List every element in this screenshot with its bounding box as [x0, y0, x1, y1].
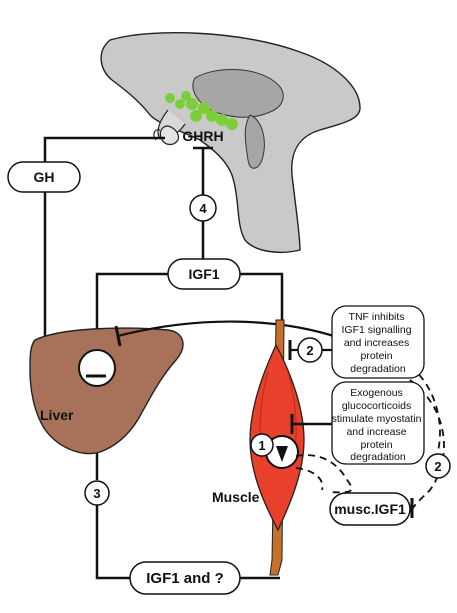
gluco-note-line: and increase [346, 426, 406, 438]
marker-3-label: 3 [93, 486, 100, 501]
marker-1-label: 1 [258, 438, 265, 453]
gluco-note-line: stimulate myostatin [332, 413, 422, 425]
gluco-note-line: glucocorticoids [342, 400, 411, 412]
gluco-note-line: Exogenous [350, 387, 403, 399]
tnf-note-box [331, 305, 425, 379]
liver-label: Liver [40, 407, 74, 423]
marker-4-label: 4 [199, 201, 207, 216]
gluco-note-line: degradation [350, 451, 406, 463]
marker-4: 4 [189, 194, 217, 222]
gluco-note-box [331, 381, 425, 465]
marker-2-bottom-label: 2 [434, 459, 441, 474]
gh-label: GH [34, 169, 55, 185]
tnf-to-liver-curve [117, 320, 341, 340]
tnf-note-line: degradation [350, 363, 406, 375]
gluco-note-line: protein [360, 439, 392, 451]
igf1-top-box [167, 258, 241, 290]
tnf-note-line: and increases [344, 337, 409, 349]
marker-2-bottom: 2 [425, 453, 451, 479]
igf1-bottom-label: IGF1 and ? [146, 570, 224, 587]
tnf-note-line: TNF inhibits [349, 311, 405, 323]
tnf-note-line: IGF1 signalling [342, 324, 412, 336]
gh-box [7, 161, 81, 193]
muscle-label: Muscle [212, 489, 260, 505]
tnf-liver-inhibit-bar [114, 325, 122, 347]
brain-illustration [100, 32, 361, 253]
marker-1: 1 [250, 433, 274, 457]
pituitary-gland [153, 125, 180, 146]
marker-3: 3 [84, 480, 110, 506]
marker-2-top: 2 [297, 337, 323, 363]
igf1-bottom-box [129, 561, 241, 595]
gluco-note-text: Exogenous glucocorticoids stimulate myos… [332, 387, 425, 463]
marker-2-top-label: 2 [306, 343, 313, 358]
musc-igf1-label: musc.IGF1 [334, 501, 406, 517]
muscle-receptor-node [265, 435, 299, 469]
liver-shape [29, 327, 184, 455]
ghrh-label: GHRH [182, 128, 223, 144]
tnf-note-text: TNF inhibits IGF1 signalling and increas… [342, 311, 415, 375]
hypothalamus-nuclei [165, 91, 238, 130]
musc-igf1-box [329, 492, 411, 526]
liver-receptor-node [78, 349, 116, 387]
igf1-top-label: IGF1 [188, 266, 219, 282]
tnf-note-line: protein [360, 350, 392, 362]
